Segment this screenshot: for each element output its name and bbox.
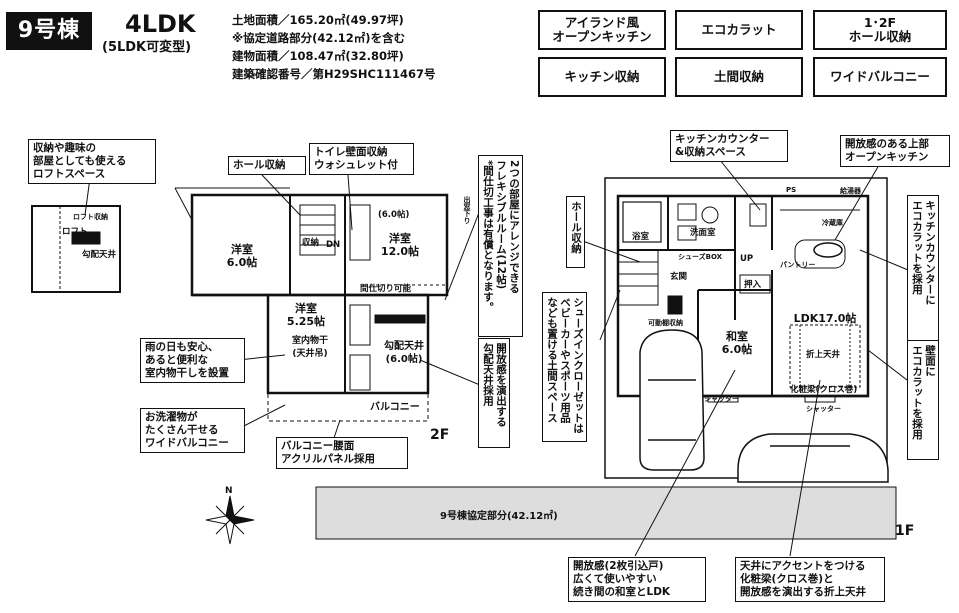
sloped-ceiling-room: 勾配天井 (6.0帖) [384, 341, 424, 365]
pantry-label: パントリー [780, 261, 816, 269]
room-western-6: 洋室 6.0帖 [226, 243, 258, 269]
room-western-12: 洋室 12.0帖 [380, 232, 420, 258]
fridge-label: 冷蔵庫 [822, 219, 843, 227]
callout-shoes-closet: シューズインクローゼットは ベビーカーやスポーツ用品 なども置ける土間スペース [542, 292, 587, 442]
room-japanese-6: 和室 6.0帖 [721, 330, 753, 356]
car-icons [639, 329, 889, 483]
callout-wide-balcony: お洗濯物が たくさん干せる ワイドバルコニー [140, 408, 245, 453]
callout-indoor-drying: 雨の日も安心、 あると便利な 室内物干しを設置 [140, 338, 245, 383]
loft-ceiling-label: 勾配天井 [82, 250, 117, 260]
callout-wall-ecocarat: 壁面に エコカラットを採用 [907, 340, 939, 460]
stor-label: 収納 [302, 238, 320, 248]
feature-island-kitchen: アイランド風 オープンキッチン [538, 10, 666, 50]
callout-kitchen-counter: キッチンカウンター &収納スペース [670, 130, 788, 162]
layout-variant: (5LDK可変型) [102, 40, 192, 55]
closet-label: 押入 [744, 280, 762, 290]
agreement-road-area [315, 486, 897, 540]
bay-window-note: 出窓下り [463, 196, 471, 224]
room-ldk-17: LDK17.0帖 [793, 312, 857, 325]
feature-kitchen-storage: キッチン収納 [538, 57, 666, 97]
washroom-label: 洗面室 [690, 228, 716, 238]
land-area: 土地面積／165.20㎡(49.97坪) [232, 13, 404, 27]
callout-open-kitchen: 開放感のある上部 オープンキッチン [840, 135, 950, 167]
agreement-road-label: 9号棟協定部分(42.12㎡) [440, 511, 558, 522]
callout-loft: 収納や趣味の 部屋としても使える ロフトスペース [28, 139, 156, 184]
callout-ceiling-accent: 天井にアクセントをつける 化粧梁(クロス巻)と 開放感を演出する折上天井 [735, 557, 885, 602]
loft-label: ロフト [62, 227, 88, 237]
building-area: 建物面積／108.47㎡(32.80坪) [232, 49, 404, 63]
water-heater-label: 給湯器 [840, 187, 861, 195]
room-western-12-alt: (6.0帖) [378, 210, 410, 220]
layout-type: 4LDK [125, 10, 196, 38]
compass-north-label: N [225, 486, 233, 496]
beam-label: 化粧梁(クロス巻) [790, 385, 858, 395]
indoor-drying-label: 室内物干 (天井吊) [291, 336, 328, 359]
callout-ldk-washitsu: 開放感(2枚引込戸) 広くて使いやすい 続き間の和室とLDK [568, 557, 706, 602]
callout-sloped-ceiling: 開放感を演出する 勾配天井採用 [478, 338, 510, 448]
loft-access-label: ロフト収納 [73, 213, 108, 221]
stairs-up-label: UP [740, 254, 754, 264]
callout-toilet: トイレ壁面収納 ウォシュレット付 [309, 143, 414, 175]
floor-1f-label: 1F [895, 523, 915, 539]
shutter-label-2: シャッター [806, 405, 841, 413]
callout-kitchen-ecocarat: キッチンカウンターに エコカラットを採用 [907, 195, 939, 353]
bath-label: 浴室 [632, 232, 650, 242]
fold-ceiling-label: 折上天井 [806, 350, 841, 360]
building-number-badge: 9号棟 [6, 12, 92, 50]
feature-hall-storage: 1･2F ホール収納 [813, 10, 947, 50]
callout-flexible-room: 2つの部屋にアレンジできる フレキシブルルーム(12帖) *間仕切工事は有償とな… [478, 155, 523, 337]
compass-icon [205, 495, 255, 545]
floor-2f-label: 2F [430, 427, 450, 443]
callout-1f-hall-storage: ホール収納 [566, 196, 585, 268]
permit-number: 建築確認番号／第H29SHC111467号 [232, 67, 436, 81]
feature-doma-storage: 土間収納 [675, 57, 803, 97]
loft-plan [31, 205, 121, 293]
room-western-525: 洋室 5.25帖 [286, 302, 326, 328]
road-area-note: ※協定道路部分(42.12㎡)を含む [232, 31, 406, 45]
callout-2f-hall-storage: ホール収納 [228, 156, 306, 175]
stairs-dn-label: DN [326, 240, 341, 250]
ps-label: PS [786, 186, 797, 194]
entrance-label: 玄関 [670, 272, 688, 282]
shoes-box-label: シューズBOX [678, 253, 723, 261]
feature-wide-balcony: ワイドバルコニー [813, 57, 947, 97]
callout-balcony-panel: バルコニー腰面 アクリルパネル採用 [276, 437, 408, 469]
partition-note: 間仕切り可能 [360, 284, 412, 294]
second-floor-plan [174, 187, 449, 422]
shutter-label-1: シャッター [704, 395, 739, 403]
feature-ecocarat: エコカラット [675, 10, 803, 50]
movable-shelf-label: 可動棚収納 [648, 319, 683, 327]
balcony-label: バルコニー [370, 402, 420, 413]
